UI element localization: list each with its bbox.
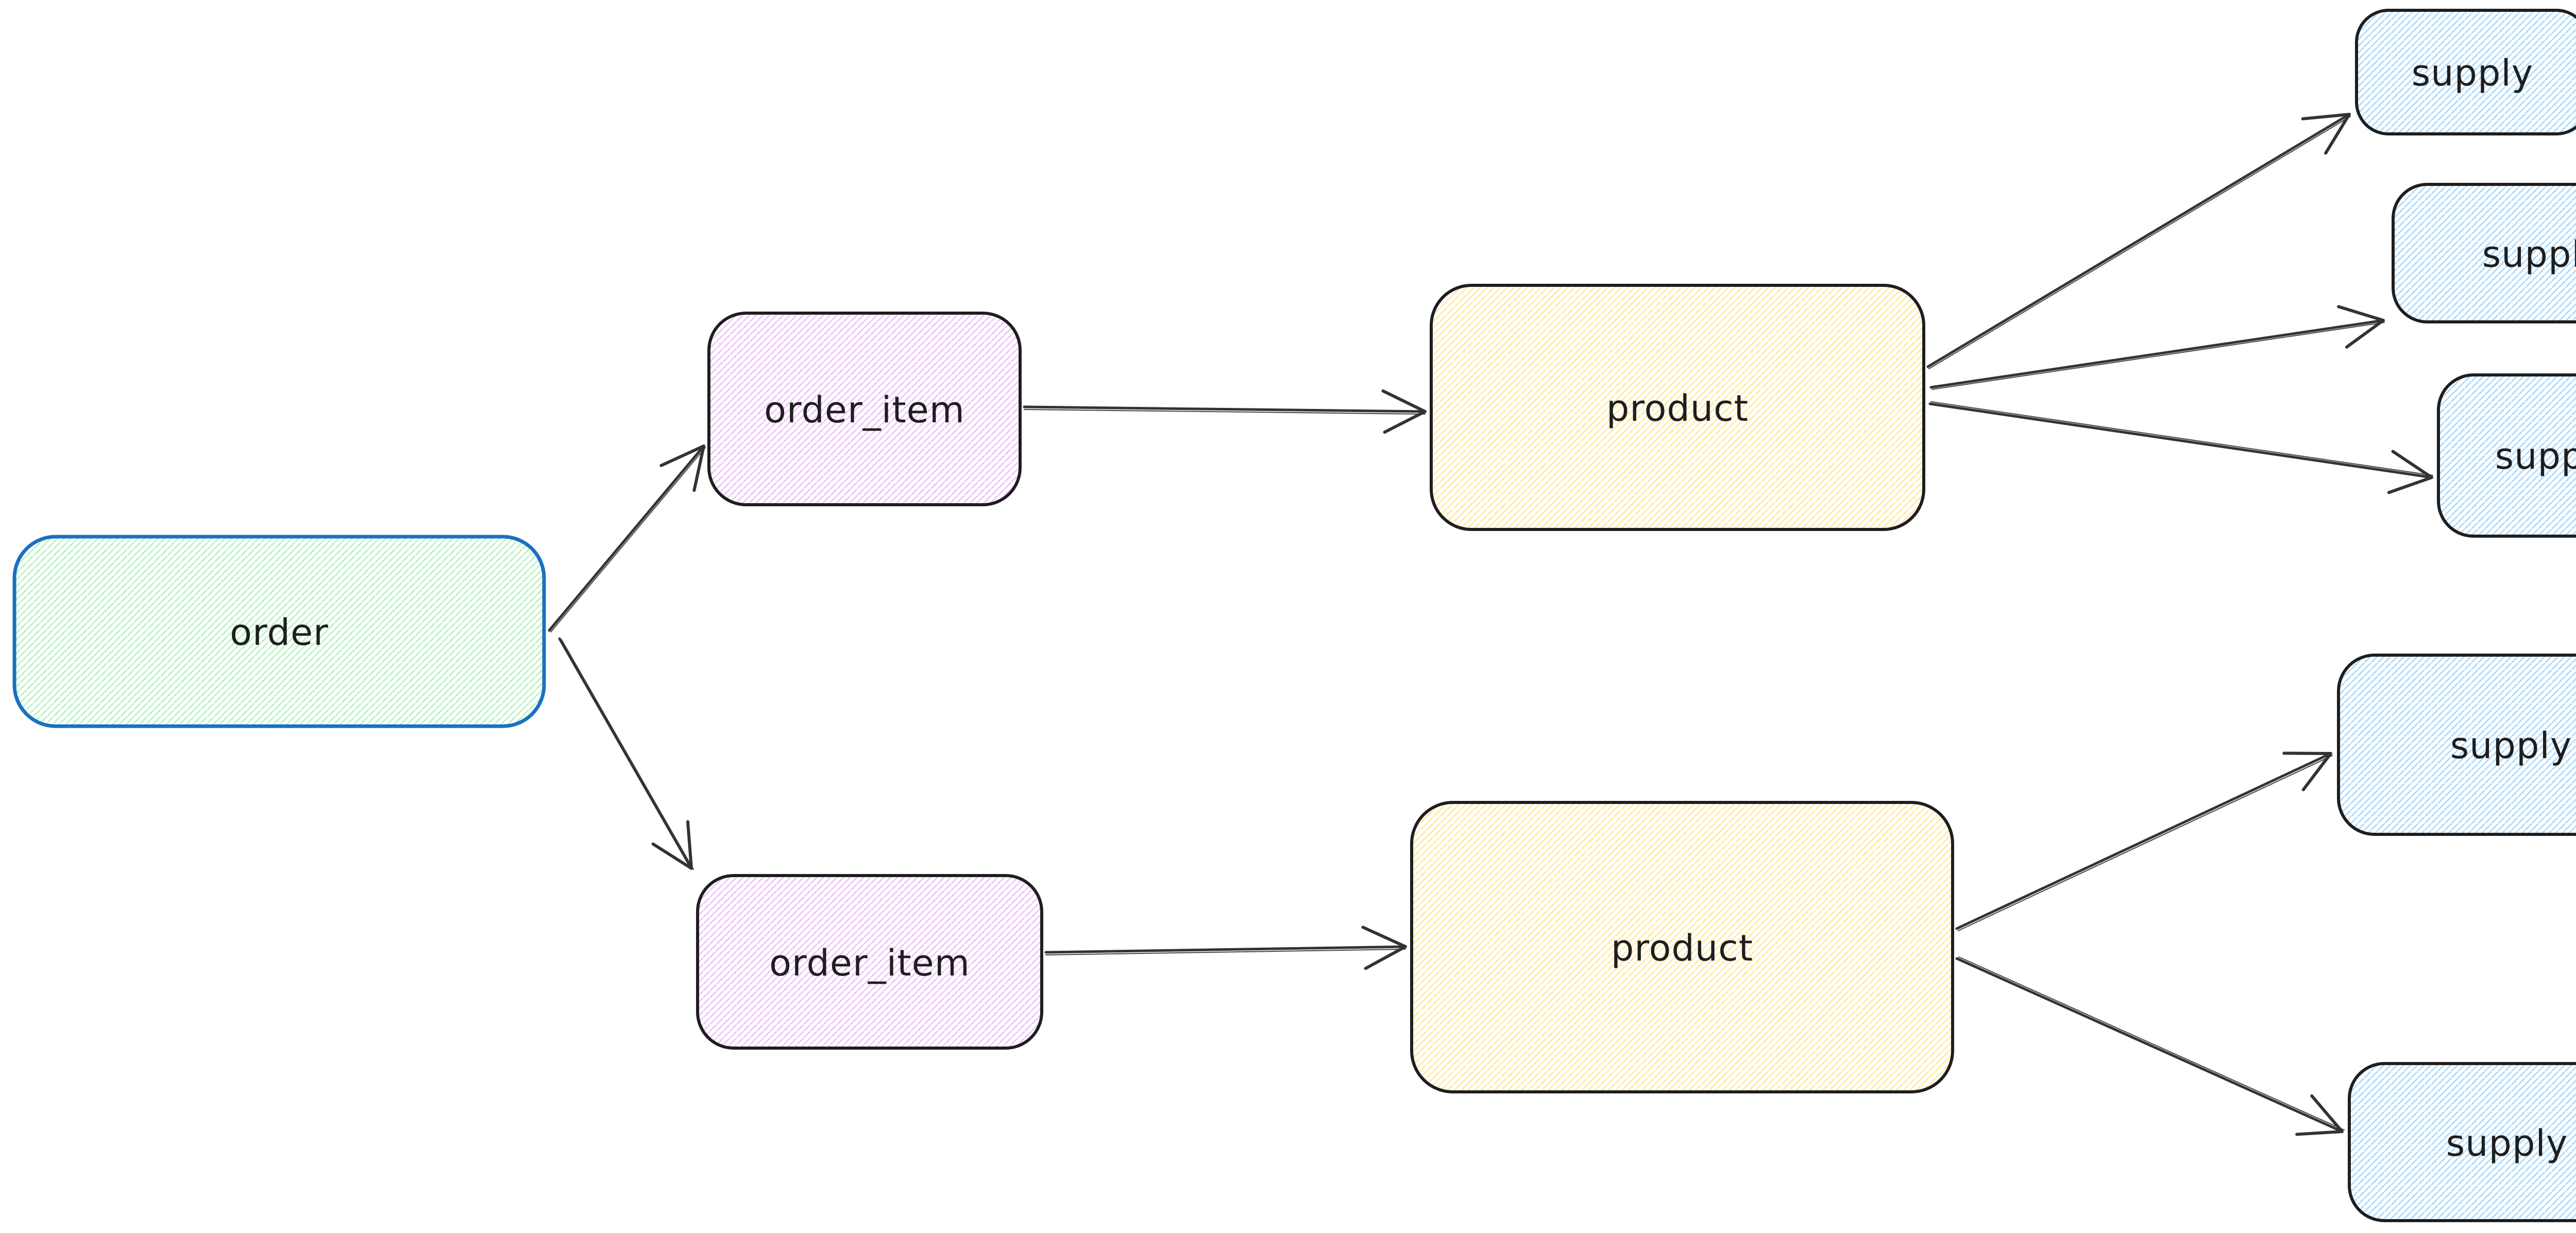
edge-line[interactable] <box>558 637 693 870</box>
edge-ghost-line <box>1930 401 2434 476</box>
node-supply-5[interactable]: supply <box>2348 1062 2576 1222</box>
node-supply-4-label: supply <box>2450 725 2572 767</box>
edge-line[interactable] <box>1926 113 2351 368</box>
edge-line[interactable] <box>1929 305 2385 389</box>
node-supply-4-shape[interactable] <box>2337 654 2576 836</box>
edge-line[interactable] <box>1023 389 1427 434</box>
edge-ghost-line <box>1957 755 2333 932</box>
edge-ghost-line <box>1023 408 1426 415</box>
node-order[interactable]: order <box>12 535 546 728</box>
edge-line[interactable] <box>1955 751 2332 930</box>
edge-ghost-line <box>1958 956 2345 1131</box>
node-order-shape[interactable] <box>12 535 546 728</box>
edge-order-to-order-item-top[interactable] <box>548 444 706 633</box>
node-order-label: order <box>230 611 329 654</box>
node-supply-2-shape[interactable] <box>2392 183 2576 323</box>
node-supply-2[interactable]: supply <box>2392 183 2576 323</box>
node-product-top-shape[interactable] <box>1430 284 1925 531</box>
node-supply-3-shape[interactable] <box>2437 373 2576 538</box>
edge-order-item-top-to-product-top[interactable] <box>1023 389 1427 434</box>
edge-product-bottom-to-supply-5[interactable] <box>1955 956 2345 1136</box>
edge-ghost-line <box>1931 321 2385 390</box>
edge-order-item-bottom-to-product-bottom[interactable] <box>1044 926 1407 970</box>
node-product-bottom-shape[interactable] <box>1410 801 1954 1093</box>
node-order-item-top[interactable]: order_item <box>707 312 1022 506</box>
node-product-top-label: product <box>1606 387 1749 430</box>
node-supply-3-label: supply <box>2495 435 2576 477</box>
node-product-top[interactable]: product <box>1430 284 1925 531</box>
nodes-layer: order order_item order_item product prod… <box>12 9 2576 1222</box>
node-supply-4[interactable]: supply <box>2337 654 2576 836</box>
edge-product-top-to-supply-2[interactable] <box>1929 305 2385 390</box>
node-supply-2-label: supply <box>2482 233 2576 276</box>
node-order-item-bottom-shape[interactable] <box>696 874 1043 1050</box>
node-order-item-top-shape[interactable] <box>707 312 1022 506</box>
edge-line[interactable] <box>1044 926 1407 970</box>
node-order-item-bottom[interactable]: order_item <box>696 874 1043 1050</box>
edge-product-top-to-supply-1[interactable] <box>1926 113 2351 370</box>
edge-ghost-line <box>1928 115 2351 370</box>
edge-order-to-order-item-bottom[interactable] <box>558 637 694 870</box>
node-supply-1[interactable]: supply <box>2355 9 2576 135</box>
node-product-bottom-label: product <box>1611 927 1753 969</box>
node-order-item-bottom-label: order_item <box>769 942 970 984</box>
node-supply-1-shape[interactable] <box>2355 9 2576 135</box>
node-supply-3[interactable]: supply <box>2437 373 2576 538</box>
edge-product-bottom-to-supply-4[interactable] <box>1955 751 2333 932</box>
node-order-item-top-label: order_item <box>764 389 965 431</box>
edge-ghost-line <box>550 447 706 633</box>
edge-ghost-line <box>1045 948 1406 956</box>
edge-line[interactable] <box>1955 957 2344 1136</box>
edges-layer <box>548 113 2434 1136</box>
node-supply-5-shape[interactable] <box>2348 1062 2576 1222</box>
edge-line[interactable] <box>1928 402 2433 494</box>
node-product-bottom[interactable]: product <box>1410 801 1954 1093</box>
edge-product-top-to-supply-3[interactable] <box>1928 401 2434 494</box>
node-supply-1-label: supply <box>2412 52 2534 94</box>
edge-line[interactable] <box>548 444 705 632</box>
node-supply-5-label: supply <box>2446 1122 2568 1164</box>
